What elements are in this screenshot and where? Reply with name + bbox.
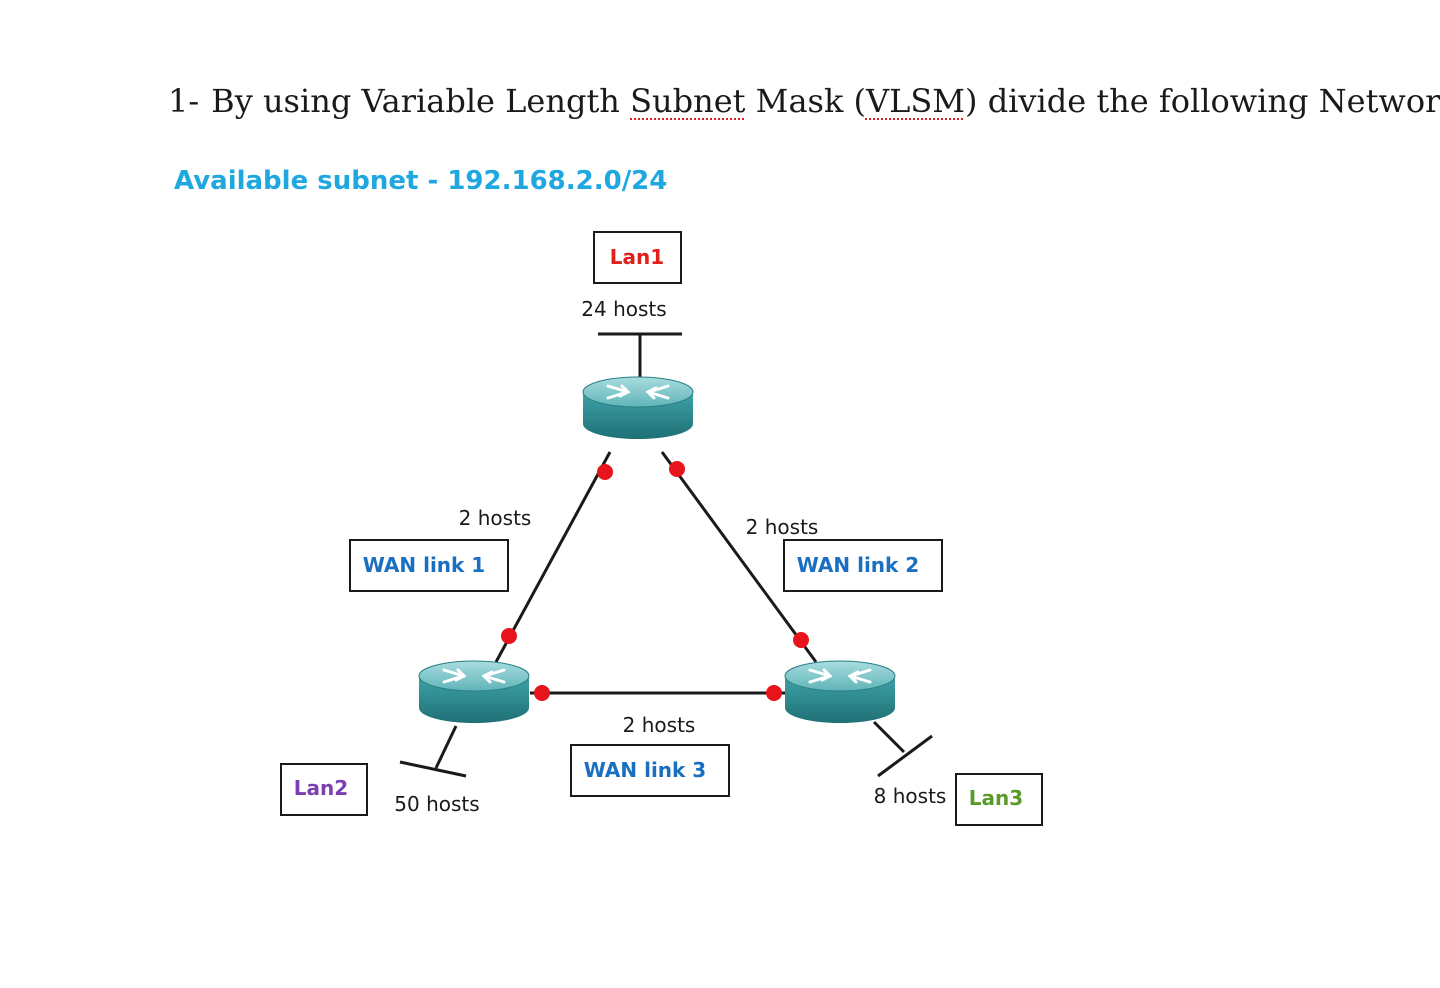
- question-text: 1- By using Variable Length Subnet Mask (…: [168, 82, 1440, 120]
- wan-link-1-label: WAN link 1: [363, 553, 485, 577]
- wan-link-2-label: WAN link 2: [797, 553, 919, 577]
- router-icon: [417, 659, 531, 725]
- question-number: 1-: [168, 82, 200, 120]
- lan3-box: [955, 773, 1043, 826]
- wan-link-2-cable: [660, 451, 818, 663]
- lan3-cable: [872, 720, 906, 754]
- interface-dot: [597, 464, 613, 480]
- question-word-vlsm: VLSM: [865, 82, 966, 120]
- interface-dot: [793, 632, 809, 648]
- interface-dot: [669, 461, 685, 477]
- wan-link-2-box: [783, 539, 943, 592]
- lan1-label: Lan1: [610, 245, 664, 269]
- wan-link-3-hosts: 2 hosts: [623, 713, 696, 737]
- router-icon: [581, 375, 695, 441]
- interface-dots: [501, 461, 809, 701]
- question-part-2: Mask (: [745, 82, 866, 120]
- wan-link-3-box: [570, 744, 730, 797]
- question-part-3: ) divide the following Networks: [965, 82, 1440, 120]
- interface-dot: [534, 685, 550, 701]
- question-word-subnet: Subnet: [630, 82, 746, 120]
- wan-link-2-hosts: 2 hosts: [746, 515, 819, 539]
- lan3-label: Lan3: [969, 786, 1023, 810]
- available-subnet-heading: Available subnet - 192.168.2.0/24: [174, 166, 668, 196]
- lan2-label: Lan2: [294, 776, 348, 800]
- lan1-box: [593, 231, 682, 284]
- lan2-box: [280, 763, 368, 816]
- wan-link-1-cable: [494, 451, 612, 663]
- router-icon: [783, 659, 897, 725]
- lan3-hosts: 8 hosts: [874, 784, 947, 808]
- lan2-bus: [399, 760, 467, 778]
- lan2-cable: [434, 725, 458, 769]
- interface-dot: [501, 628, 517, 644]
- interface-dot: [766, 685, 782, 701]
- lan2-hosts: 50 hosts: [394, 792, 479, 816]
- lan3-bus: [877, 734, 933, 778]
- lan1-hosts: 24 hosts: [581, 297, 666, 321]
- wan-link-3-label: WAN link 3: [584, 758, 706, 782]
- wan-link-1-box: [349, 539, 509, 592]
- wan-link-1-hosts: 2 hosts: [459, 506, 532, 530]
- question-part-1: By using Variable Length: [211, 82, 631, 120]
